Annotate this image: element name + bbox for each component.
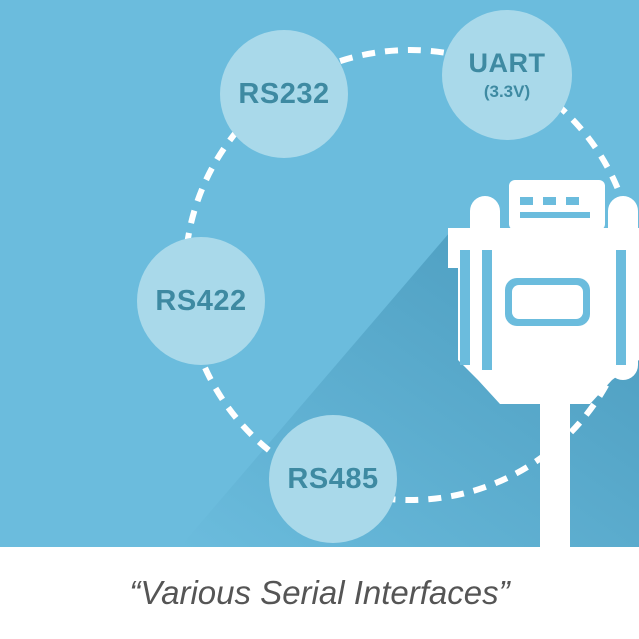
node-uart-label: UART	[468, 48, 546, 78]
node-rs232: RS232	[220, 30, 348, 158]
diagram-panel: RS232 UART (3.3V) RS422 RS485	[0, 0, 639, 547]
connector-details	[460, 197, 626, 370]
node-uart: UART (3.3V)	[442, 10, 572, 140]
node-uart-sublabel: (3.3V)	[483, 82, 531, 101]
node-rs422: RS422	[137, 237, 265, 365]
caption: “Various Serial Interfaces”	[129, 574, 510, 611]
node-rs422-label: RS422	[155, 284, 247, 317]
node-rs485: RS485	[269, 415, 397, 543]
node-rs232-label: RS232	[238, 77, 330, 110]
node-rs485-label: RS485	[287, 462, 379, 495]
